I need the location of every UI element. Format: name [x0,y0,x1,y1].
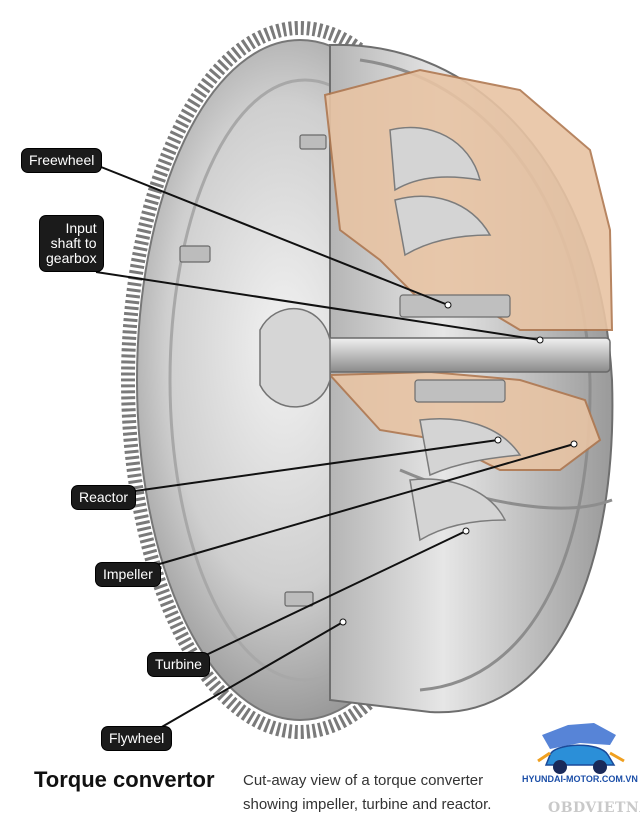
freewheel-part [400,295,510,317]
freewheel-label: Freewheel [22,149,101,172]
watermark-url: HYUNDAI-MOTOR.COM.VN [522,774,638,784]
impeller-label: Impeller [96,563,160,586]
input-shaft-label: Input shaft to gearbox [40,216,103,271]
watermark-brand: OBDVIETNAM [548,800,640,816]
flywheel-label: Flywheel [102,727,171,750]
hub [260,309,330,407]
input-shaft [300,338,610,372]
turbine-label: Turbine [148,653,209,676]
caption-title: Torque convertor [34,767,215,793]
reactor-label: Reactor [72,486,135,509]
reactor-part [415,380,505,402]
caption-text: Cut-away view of a torque converter show… [243,769,523,819]
